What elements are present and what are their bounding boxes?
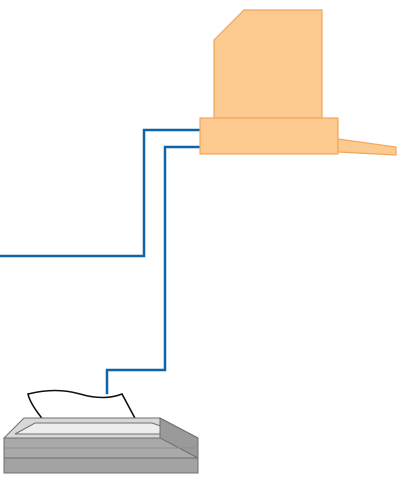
printer-cable: [107, 147, 200, 393]
keyboard: [338, 139, 396, 155]
printer: [4, 391, 198, 474]
printer-base: [4, 458, 198, 473]
computer: [200, 10, 396, 155]
cables: [0, 130, 200, 393]
monitor: [214, 10, 322, 118]
network-cable-left: [0, 130, 200, 256]
computer-base: [200, 118, 338, 154]
